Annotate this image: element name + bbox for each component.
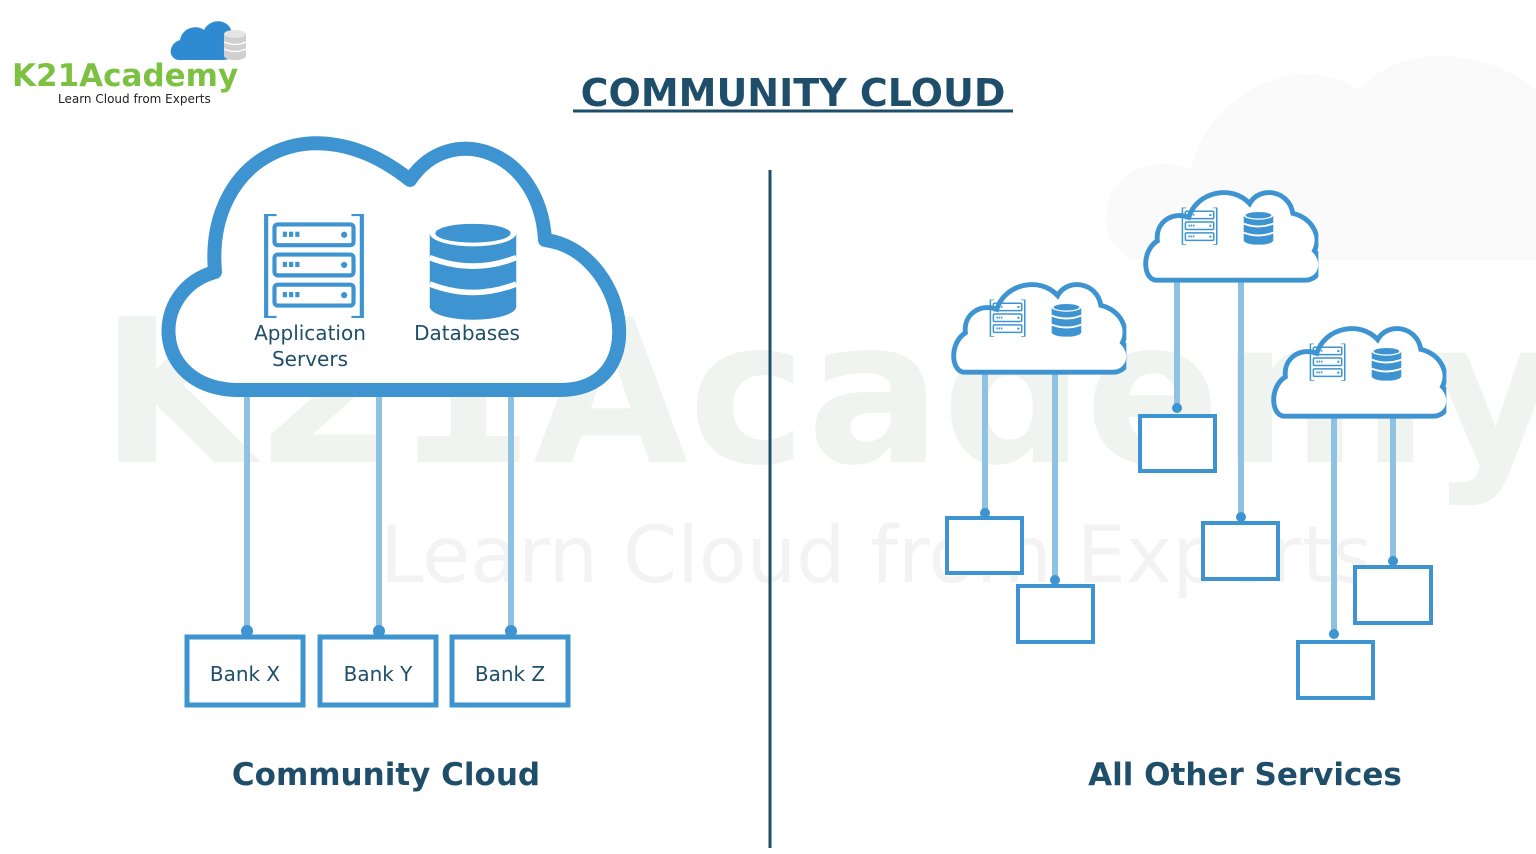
bank-label: Bank Y xyxy=(344,662,414,686)
connector-dot xyxy=(1236,512,1246,522)
connector-dot xyxy=(980,508,990,518)
other-services: All Other Services xyxy=(945,193,1449,793)
cloud-shape xyxy=(161,136,627,397)
community-cloud: Application Servers Databases Bank X Ban… xyxy=(161,136,627,793)
logo-tagline: Learn Cloud from Experts xyxy=(58,92,211,106)
bank-box xyxy=(184,634,306,708)
connector-dot xyxy=(241,625,253,637)
server-label-line2: Servers xyxy=(272,347,348,371)
connector-dot xyxy=(373,625,385,637)
bank-label: Bank X xyxy=(210,662,281,686)
database-label: Databases xyxy=(414,321,520,345)
logo: K21Academy Learn Cloud from Experts xyxy=(12,21,247,106)
service-box xyxy=(1138,414,1217,473)
logo-database-icon xyxy=(223,30,247,60)
connector-dot xyxy=(505,625,517,637)
logo-cloud-icon xyxy=(170,21,247,60)
service-box xyxy=(1296,640,1375,700)
connector-dot xyxy=(1388,556,1398,566)
bank-label: Bank Z xyxy=(475,662,545,686)
service-box xyxy=(1016,584,1095,644)
community-caption: Community Cloud xyxy=(232,757,540,793)
connector-dot xyxy=(1172,403,1182,413)
other-caption: All Other Services xyxy=(1088,757,1402,793)
connector-dot xyxy=(1329,629,1339,639)
service-box xyxy=(1353,565,1433,625)
service-box xyxy=(945,516,1024,575)
page-title: COMMUNITY CLOUD xyxy=(581,71,1006,115)
database-icon xyxy=(430,220,516,320)
bank-box xyxy=(317,634,439,708)
server-label-line1: Application xyxy=(254,321,366,345)
logo-name: K21Academy xyxy=(12,58,238,94)
bank-box xyxy=(449,634,571,708)
service-box xyxy=(1201,521,1280,581)
connector-dot xyxy=(1050,575,1060,585)
